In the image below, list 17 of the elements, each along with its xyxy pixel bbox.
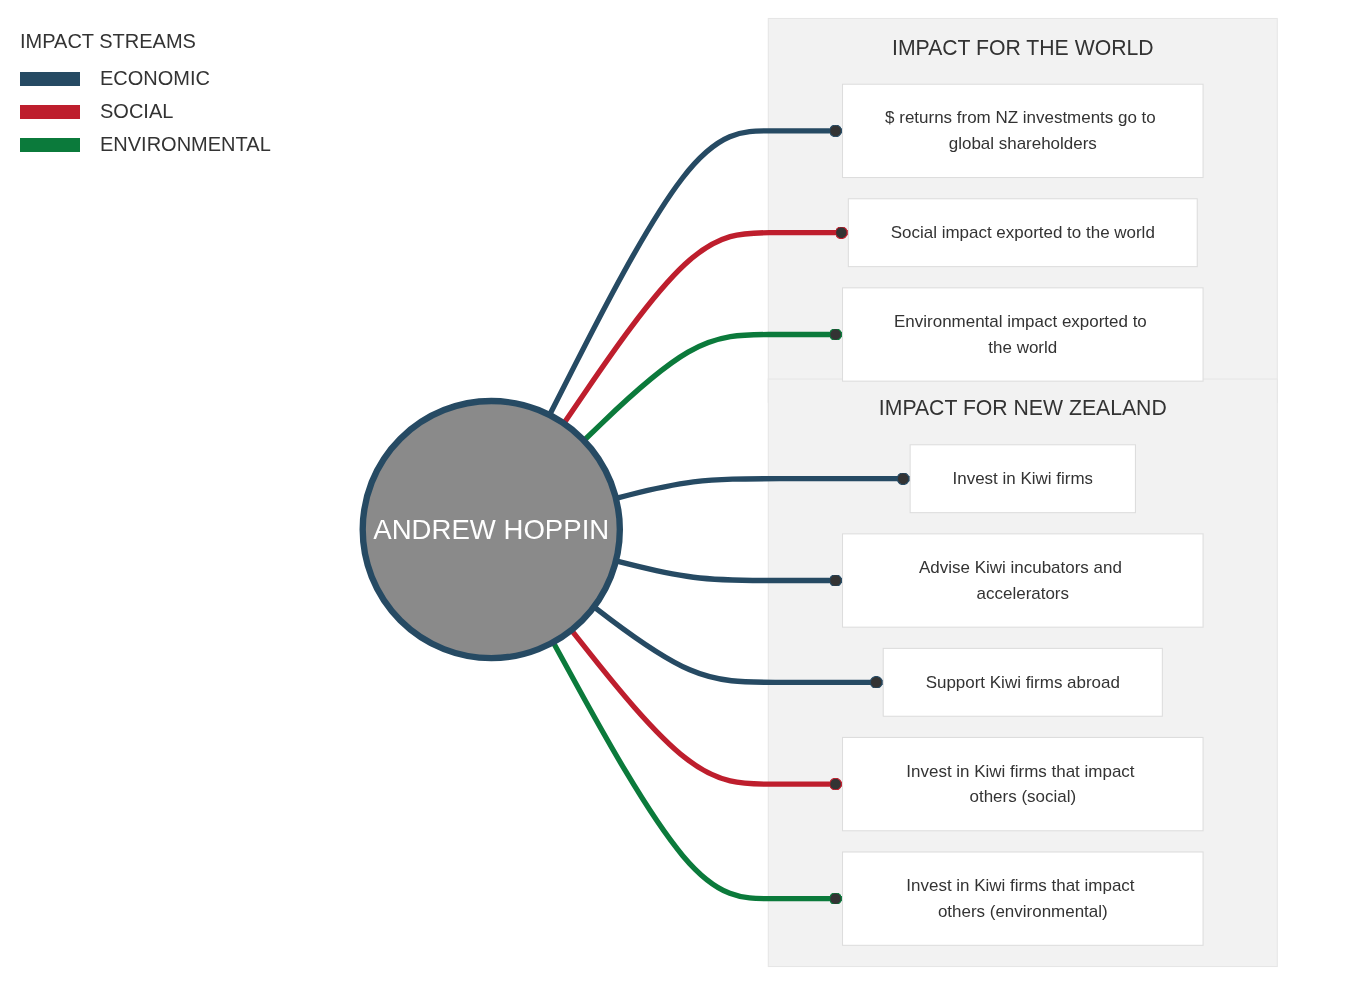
node-box: Invest in Kiwi firms — [909, 444, 1136, 514]
connector — [569, 628, 843, 791]
node-box: Advise Kiwi incubators and accelerators — [842, 533, 1204, 628]
node-box: Invest in Kiwi firms that impact others (environmental) — [842, 851, 1204, 946]
node-box: Social impact exported to the world — [847, 198, 1198, 268]
node-box: Support Kiwi firms abroad — [882, 647, 1163, 717]
legend-label: ENVIRONMENTAL — [100, 133, 271, 156]
connector — [561, 226, 849, 425]
connector — [582, 328, 843, 443]
node-box: $ returns from NZ investments go to global shareholders — [842, 83, 1204, 179]
legend-label: ECONOMIC — [100, 67, 210, 90]
node-box: Invest in Kiwi firms that impact others (social) — [842, 736, 1204, 832]
legend-label: SOCIAL — [100, 100, 174, 123]
legend-heading: IMPACT STREAMS — [20, 30, 197, 53]
node-box: Environmental impact exported to the world — [842, 287, 1204, 382]
node-circle: ANDREW HOPPIN — [359, 397, 623, 662]
connector — [550, 641, 843, 906]
